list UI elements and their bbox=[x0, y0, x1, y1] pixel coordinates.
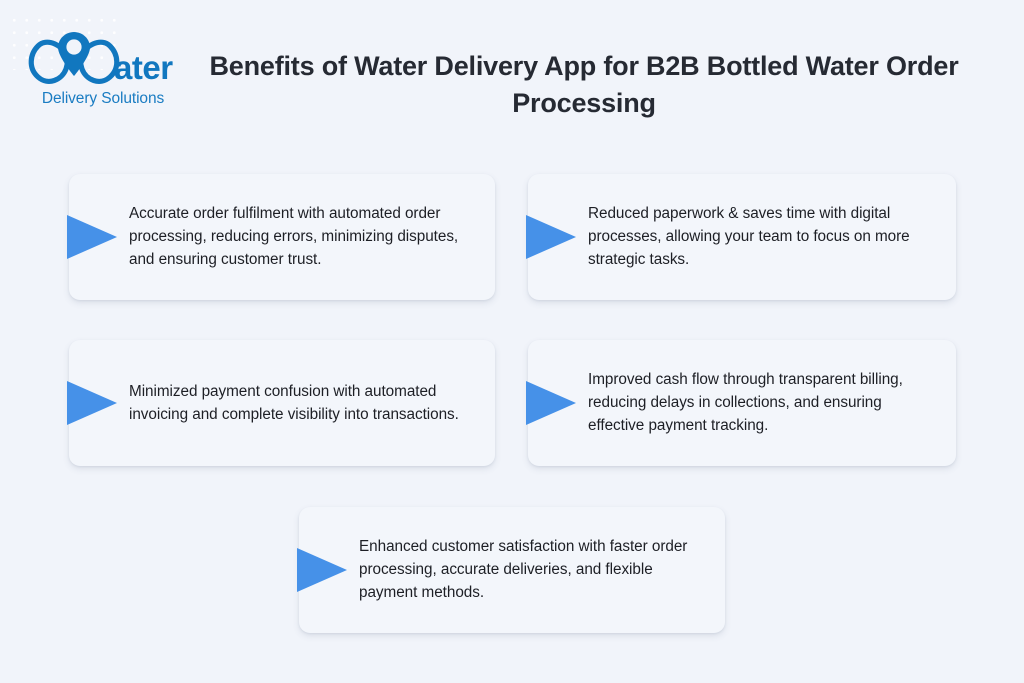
play-triangle-icon bbox=[526, 215, 576, 259]
svg-text:ater: ater bbox=[114, 49, 173, 86]
play-triangle-icon bbox=[67, 215, 117, 259]
benefit-card-1: Accurate order fulfilment with automated… bbox=[67, 174, 495, 300]
benefit-card-5-text: Enhanced customer satisfaction with fast… bbox=[359, 538, 688, 602]
water-drop-pin-w-logo-icon: ater bbox=[28, 32, 174, 86]
benefit-card-5: Enhanced customer satisfaction with fast… bbox=[297, 507, 725, 633]
play-triangle-icon bbox=[297, 548, 347, 592]
play-triangle-icon bbox=[526, 381, 576, 425]
benefit-card-1-text: Accurate order fulfilment with automated… bbox=[129, 205, 459, 269]
benefit-card-4-text: Improved cash flow through transparent b… bbox=[588, 371, 903, 435]
benefit-card-2-text: Reduced paperwork & saves time with digi… bbox=[588, 205, 910, 269]
play-triangle-icon bbox=[67, 381, 117, 425]
logo-tagline: Delivery Solutions bbox=[41, 90, 165, 107]
brand-logo: ater Delivery Solutions bbox=[24, 28, 174, 120]
benefit-card-3-text: Minimized payment confusion with automat… bbox=[129, 382, 459, 423]
benefit-card-4: Improved cash flow through transparent b… bbox=[526, 340, 956, 466]
benefit-card-3: Minimized payment confusion with automat… bbox=[67, 340, 495, 466]
page-title: Benefits of Water Delivery App for B2B B… bbox=[209, 51, 959, 118]
benefit-card-2: Reduced paperwork & saves time with digi… bbox=[526, 174, 956, 300]
